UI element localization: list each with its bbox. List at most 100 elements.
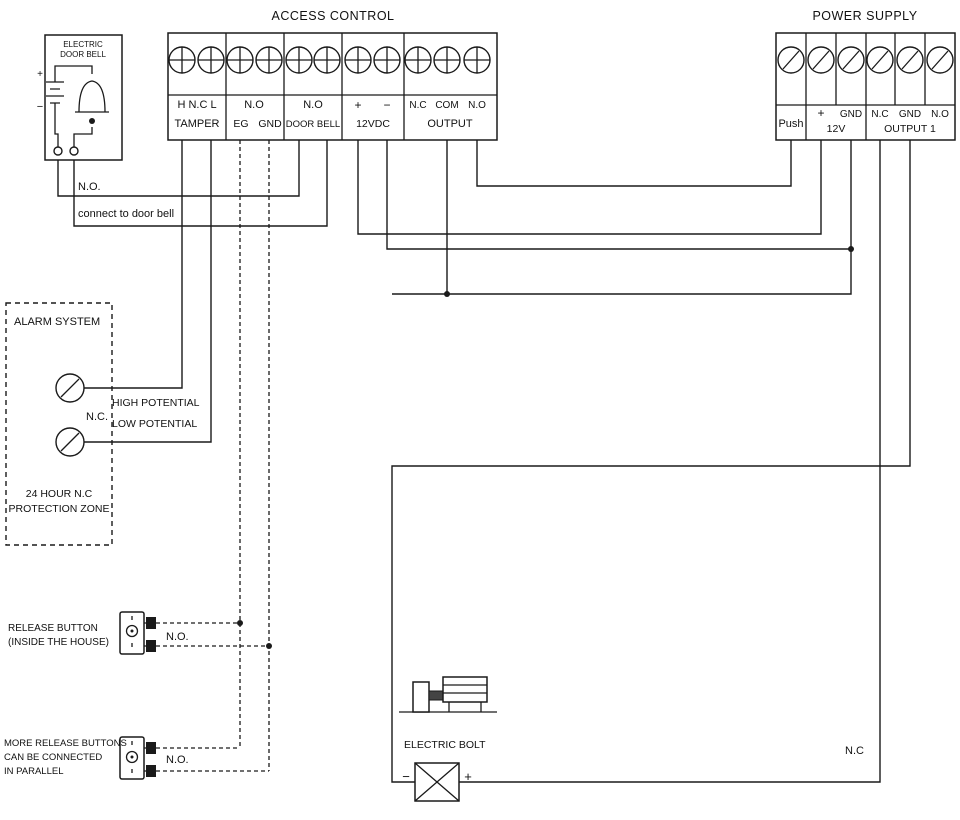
junction-dot bbox=[266, 643, 272, 649]
label-electric-bolt: ELECTRIC BOLT bbox=[404, 739, 486, 751]
label-out1-nc: N.C bbox=[871, 109, 888, 120]
power-supply-title: POWER SUPPLY bbox=[812, 9, 917, 23]
label-tamper-terminals: H N.C L bbox=[177, 99, 216, 111]
label-eg-no: N.O bbox=[244, 99, 264, 111]
screw-terminal-icon bbox=[55, 373, 85, 403]
label-doorbell-no: N.O bbox=[303, 99, 323, 111]
label-push: Push bbox=[778, 118, 803, 130]
screw-terminal-icon bbox=[463, 46, 491, 74]
wire-bell-2 bbox=[73, 140, 328, 227]
bolt-symbol-icon bbox=[414, 762, 460, 802]
label-out1-no: N.O bbox=[931, 109, 949, 120]
bell-icon bbox=[75, 80, 109, 124]
wire-12v-plus bbox=[357, 140, 822, 235]
power-supply-block bbox=[775, 32, 956, 141]
label-output-com: COM bbox=[435, 100, 458, 111]
label-bell-line2: DOOR BELL bbox=[60, 50, 106, 59]
label-bell-no: N.O. bbox=[78, 181, 101, 193]
label-ps-plus: + bbox=[817, 106, 824, 120]
label-zone-line1: 24 HOUR N.C bbox=[26, 488, 93, 500]
junction-dot bbox=[444, 291, 450, 297]
screw-terminal-icon bbox=[866, 46, 894, 74]
label-12v-plus: + bbox=[354, 98, 361, 112]
screw-terminal-icon bbox=[373, 46, 401, 74]
screw-terminals-access bbox=[168, 46, 491, 74]
bolt-icon bbox=[399, 676, 497, 713]
junction-dot bbox=[848, 246, 854, 252]
access-control-block bbox=[167, 32, 498, 141]
screw-terminal-icon bbox=[837, 46, 865, 74]
label-battery-minus: − bbox=[37, 101, 43, 113]
label-output-nc: N.C bbox=[409, 100, 426, 111]
label-12vdc: 12VDC bbox=[356, 118, 390, 130]
screw-terminal-icon bbox=[777, 46, 805, 74]
contact-icon bbox=[146, 765, 156, 777]
label-bolt-plus: + bbox=[464, 769, 472, 784]
screw-terminal-icon bbox=[55, 427, 85, 457]
junction-dot bbox=[237, 620, 243, 626]
screw-terminal-icon bbox=[285, 46, 313, 74]
wire-bolt-minus bbox=[391, 140, 911, 783]
electric-bolt bbox=[399, 676, 497, 802]
wire-no-push bbox=[476, 140, 792, 187]
screw-terminal-icon bbox=[807, 46, 835, 74]
label-bell-note: connect to door bell bbox=[78, 208, 174, 220]
label-tamper: TAMPER bbox=[174, 118, 219, 130]
electric-door-bell-box bbox=[44, 34, 123, 161]
wire-com-bus bbox=[392, 249, 852, 295]
label-release2-line1: MORE RELEASE BUTTONS bbox=[4, 738, 127, 749]
alarm-system-body bbox=[5, 302, 113, 546]
label-layer: ACCESS CONTROL POWER SUPPLY H N.C L TAMP… bbox=[4, 9, 949, 784]
label-alarm-title: ALARM SYSTEM bbox=[14, 316, 100, 328]
label-release1-line2: (INSIDE THE HOUSE) bbox=[8, 637, 109, 648]
wire-12v-minus bbox=[386, 140, 852, 250]
label-alarm-nc: N.C. bbox=[86, 411, 108, 423]
screw-terminals-power bbox=[777, 46, 954, 74]
label-doorbell: DOOR BELL bbox=[286, 119, 340, 130]
label-battery-plus: + bbox=[37, 69, 43, 80]
label-release1-line1: RELEASE BUTTON bbox=[8, 623, 98, 634]
label-gnd: GND bbox=[258, 118, 282, 130]
alarm-system-box bbox=[5, 302, 113, 546]
label-release2-no: N.O. bbox=[166, 754, 189, 766]
label-bolt-minus: − bbox=[402, 769, 410, 784]
label-ps-12v: 12V bbox=[827, 123, 846, 135]
label-12v-minus: − bbox=[383, 98, 390, 112]
access-control-dividers bbox=[168, 33, 497, 140]
bell-contact-icon bbox=[53, 146, 63, 156]
wire-bell-1 bbox=[57, 140, 300, 197]
label-low-potential: LOW POTENTIAL bbox=[112, 418, 197, 430]
label-eg: EG bbox=[233, 118, 248, 130]
label-release2-line2: CAN BE CONNECTED bbox=[4, 752, 102, 763]
contact-icon bbox=[146, 617, 156, 629]
screw-terminal-icon bbox=[404, 46, 432, 74]
screw-terminal-icon bbox=[168, 46, 196, 74]
push-button-icon bbox=[119, 611, 145, 655]
label-output: OUTPUT bbox=[427, 118, 473, 130]
label-out1-gnd: GND bbox=[899, 109, 921, 120]
release-button-2 bbox=[119, 736, 156, 780]
wire-layer bbox=[57, 140, 911, 783]
wire-alarm-high bbox=[84, 140, 183, 389]
wire-bolt-plus bbox=[459, 140, 881, 783]
screw-terminal-icon bbox=[926, 46, 954, 74]
access-control-title: ACCESS CONTROL bbox=[272, 9, 395, 23]
label-zone-line2: PROTECTION ZONE bbox=[9, 503, 110, 515]
screw-terminal-icon bbox=[433, 46, 461, 74]
screw-terminal-icon bbox=[226, 46, 254, 74]
label-release2-line3: IN PARALLEL bbox=[4, 766, 64, 777]
release-button-1 bbox=[119, 611, 156, 655]
power-supply-dividers bbox=[776, 33, 955, 140]
contact-icon bbox=[146, 742, 156, 754]
label-high-potential: HIGH POTENTIAL bbox=[112, 397, 200, 409]
screw-terminal-icon bbox=[197, 46, 225, 74]
label-release1-no: N.O. bbox=[166, 631, 189, 643]
label-ps-gnd: GND bbox=[840, 109, 862, 120]
contact-icon bbox=[146, 640, 156, 652]
screw-terminal-icon bbox=[313, 46, 341, 74]
screw-terminal-icon bbox=[255, 46, 283, 74]
wire-alarm-low bbox=[84, 140, 212, 443]
bell-contact-icon bbox=[69, 146, 79, 156]
